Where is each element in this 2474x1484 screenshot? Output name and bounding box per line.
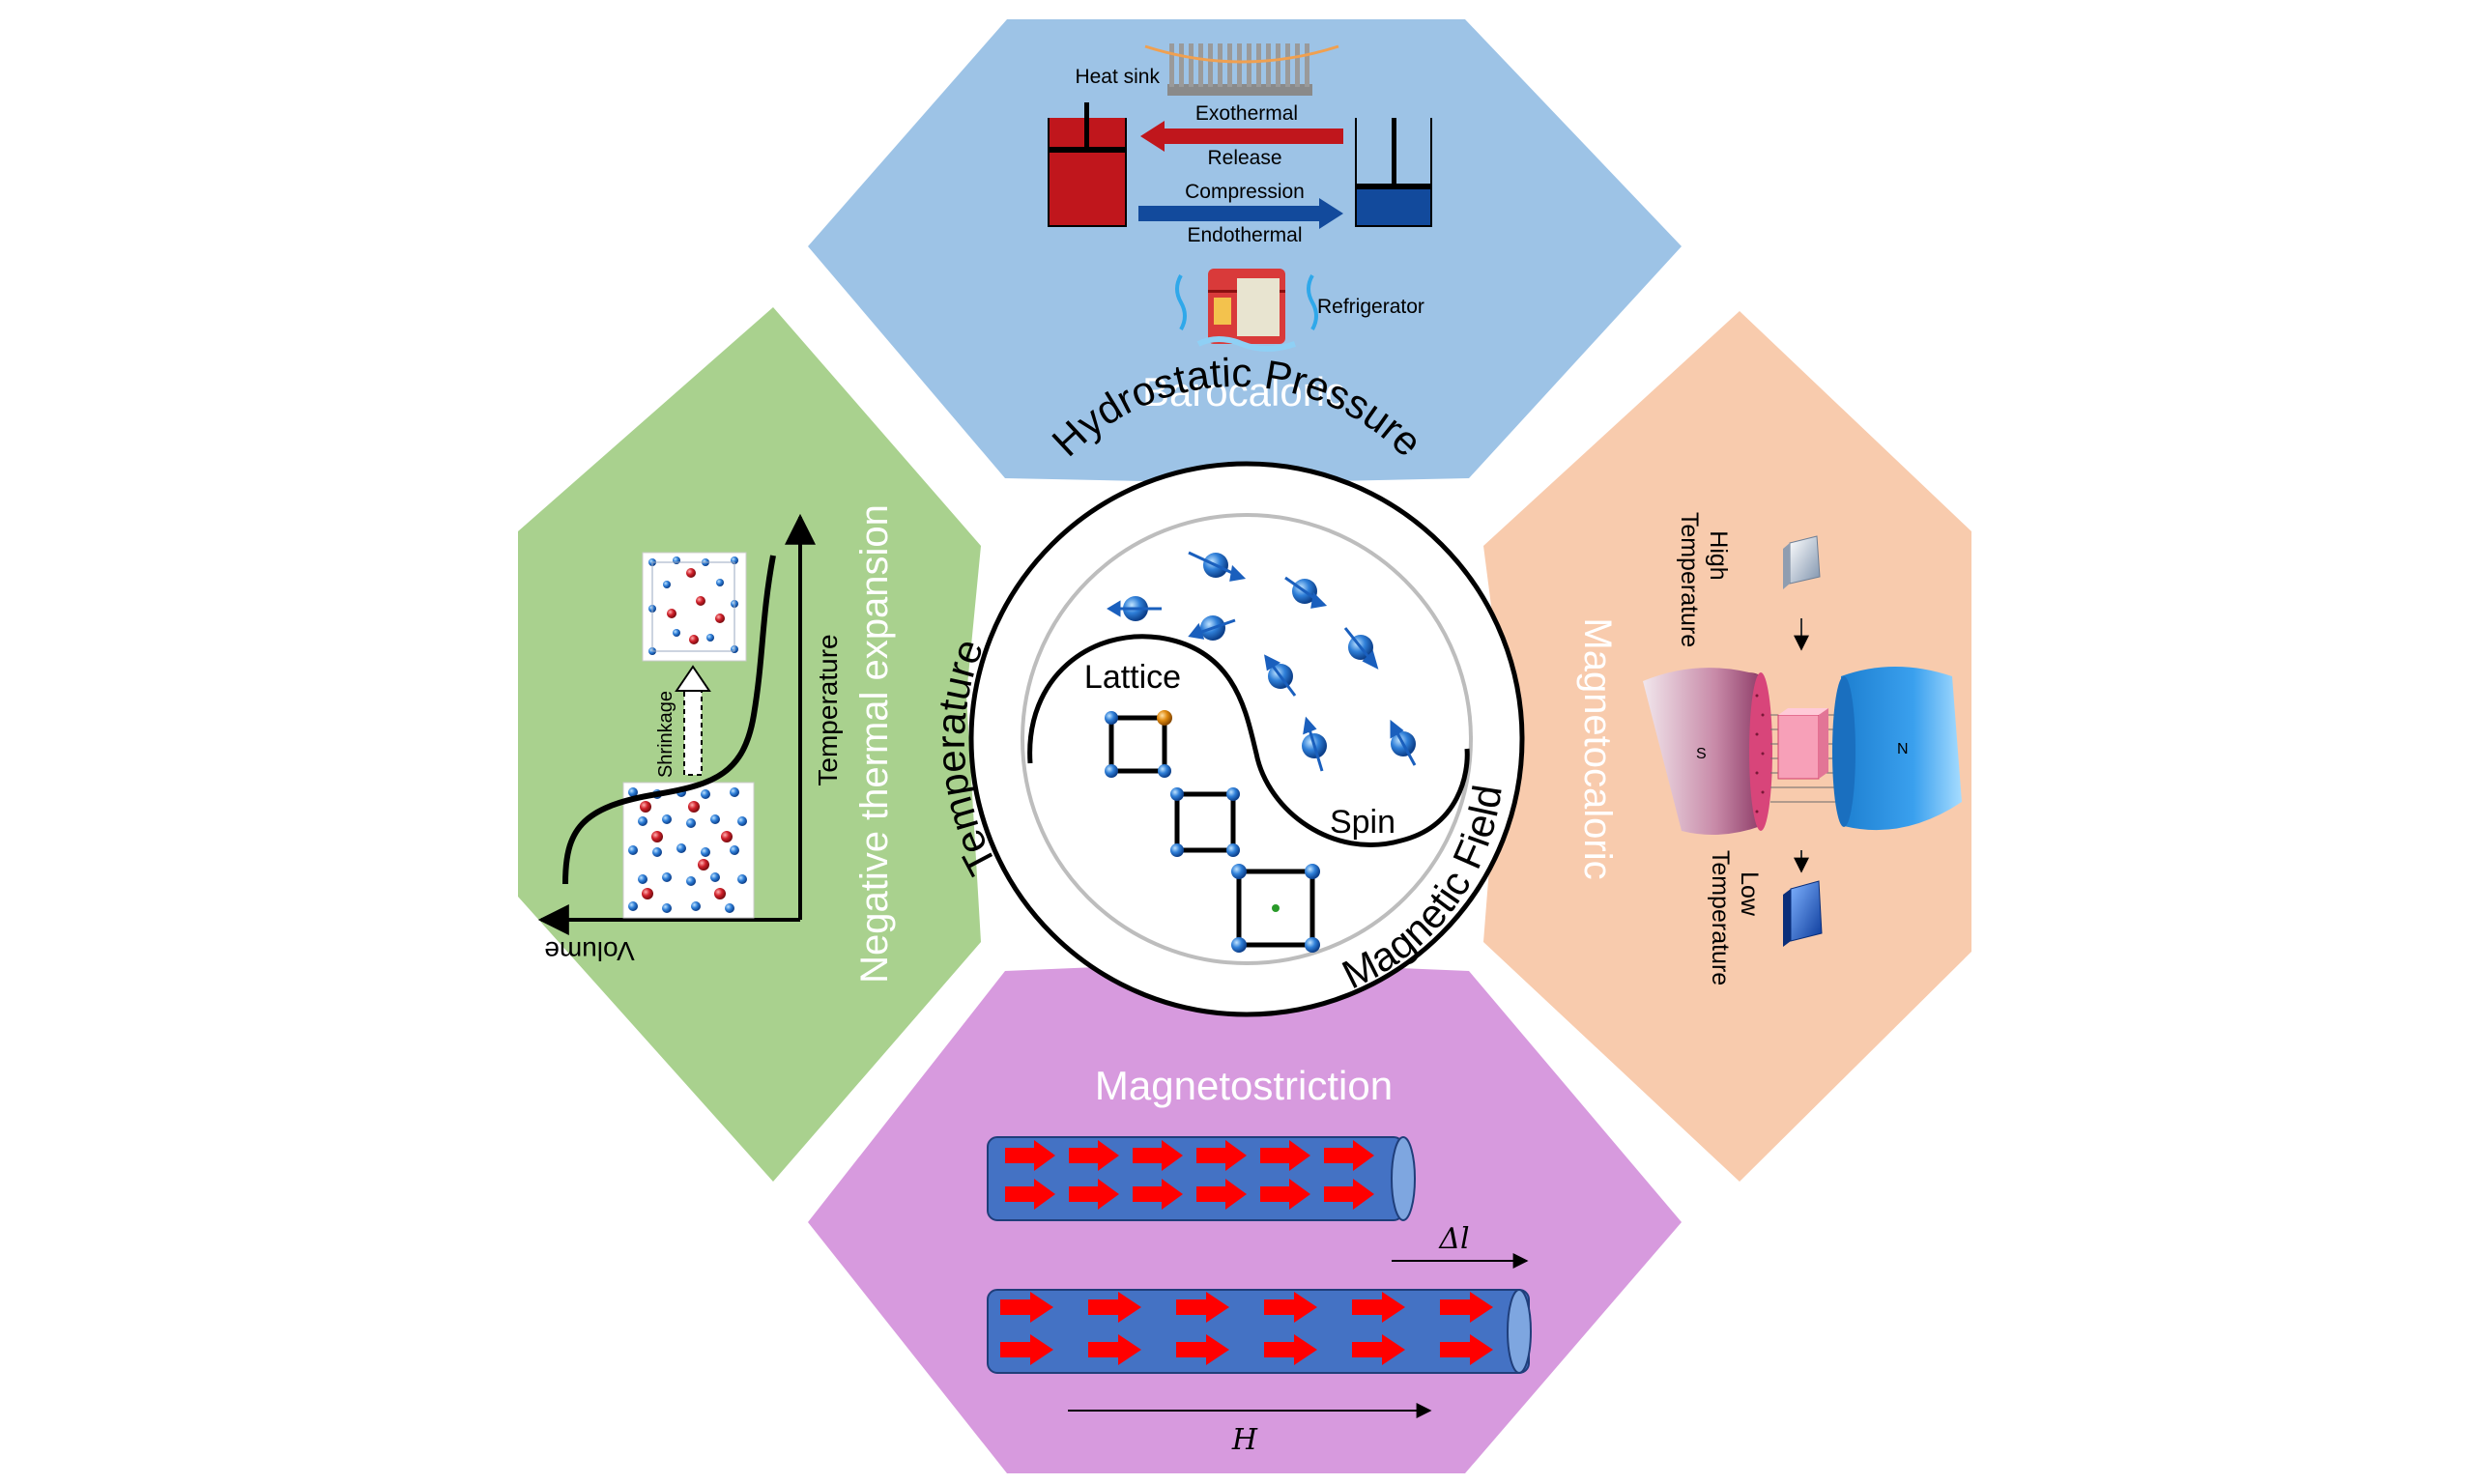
exothermal-label: Exothermal (1195, 102, 1298, 125)
refrigerator-label: Refrigerator (1317, 296, 1424, 318)
spin-label: Spin (1330, 804, 1395, 841)
refrigerator-icon (1175, 269, 1318, 352)
delta-l-label: Δl (1438, 1222, 1469, 1256)
nte-curve (562, 555, 776, 885)
low-temperature-label-1: Low (1736, 871, 1763, 917)
compression-arrow (1138, 198, 1343, 229)
release-label: Release (1207, 147, 1281, 169)
barocaloric-content: Heat sink Exothermal Release Compression… (1048, 43, 1432, 414)
long-rod-spin-arrows (1000, 1292, 1493, 1365)
magnetostriction-title: Magnetostriction (1095, 1063, 1393, 1108)
endothermal-label: Endothermal (1187, 224, 1302, 246)
cold-piston-cylinder (1355, 118, 1432, 227)
high-temperature-label-1: High (1705, 530, 1732, 580)
shrunk-lattice-image (622, 782, 755, 919)
compression-label: Compression (1185, 181, 1305, 203)
short-rod-spin-arrows (1005, 1140, 1374, 1210)
magnetostriction-content: Magnetostriction Δl (987, 1063, 1532, 1457)
high-temperature-label-2: Temperature (1676, 512, 1703, 647)
magnetocaloric-content: Magnetocaloric High Temperature Low Temp… (1576, 512, 1962, 985)
lattice-spin-divider (1027, 634, 1470, 847)
shrinkage-arrow (675, 665, 711, 776)
exothermal-arrow (1140, 121, 1343, 152)
magnet-s-pole (1643, 668, 1772, 835)
pole-s-label: S (1696, 746, 1707, 762)
lattice-label: Lattice (1084, 659, 1181, 696)
heat-sink-icon (1144, 43, 1339, 96)
heat-sink-label: Heat sink (1075, 66, 1160, 88)
magnet-n-pole (1832, 667, 1962, 831)
barocaloric-panel (808, 19, 1682, 483)
nte-panel (518, 307, 981, 1182)
magnetocaloric-title: Magnetocaloric (1576, 617, 1619, 879)
low-temperature-label-2: Temperature (1707, 850, 1734, 985)
pole-n-label: N (1897, 741, 1909, 757)
lattice-squares (1105, 710, 1320, 953)
spin-atoms (1107, 551, 1417, 772)
shrinkage-label: Shrinkage (655, 691, 676, 778)
barocaloric-title: Barocaloric (1142, 369, 1345, 414)
nte-title: Negative thermal expansion (853, 504, 896, 984)
center-circle (968, 461, 1525, 1017)
temperature-axis-label: Temperature (813, 634, 843, 785)
hot-piston-cylinder (1048, 102, 1127, 227)
volume-axis-label: Volume (544, 936, 634, 966)
field-h-label: H (1231, 1423, 1258, 1457)
cold-sample-cube (1783, 880, 1823, 947)
sample-in-field (1777, 708, 1828, 780)
expanded-lattice-image (642, 552, 747, 662)
nte-content: Temperature Volume (537, 504, 896, 984)
hot-sample-cube (1783, 535, 1821, 589)
